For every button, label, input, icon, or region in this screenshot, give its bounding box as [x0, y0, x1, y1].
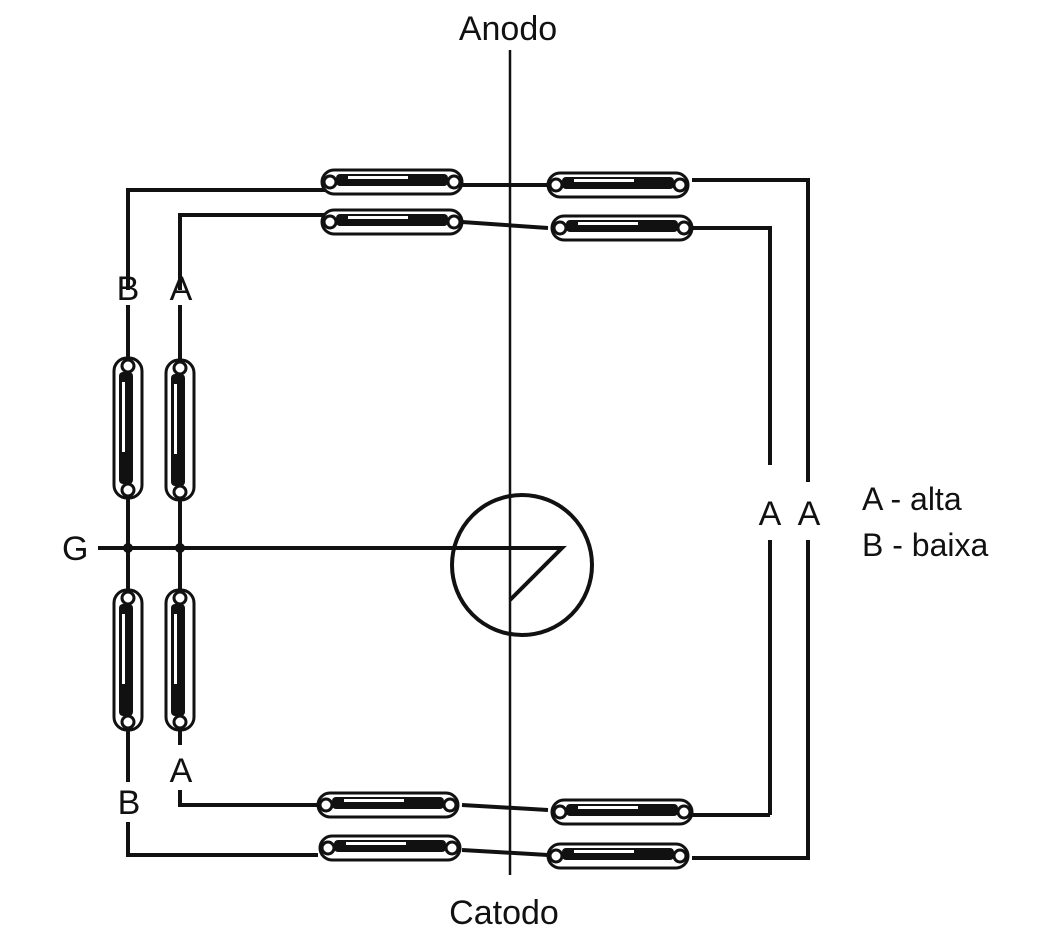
top-right-inner-resistor	[550, 214, 694, 242]
left-upper-B-resistor	[112, 356, 144, 500]
bottom-left-outer-resistor	[318, 834, 462, 862]
bottom-right-outer-resistor	[546, 842, 690, 870]
label-right-A-inner: A	[759, 495, 782, 533]
left-upper-A-resistor	[164, 358, 196, 502]
label-right-A-outer: A	[798, 495, 821, 533]
top-right-outer-resistor	[546, 171, 690, 199]
label-left-top-A: A	[170, 270, 193, 308]
center-circle	[450, 493, 594, 637]
left-lower-A-resistor	[164, 588, 196, 732]
top-left-outer-resistor	[320, 168, 464, 196]
left-lower-B-resistor	[112, 588, 144, 732]
wiring	[123, 178, 810, 860]
cathode-label: Catodo	[449, 894, 559, 932]
bottom-right-inner-resistor	[550, 798, 694, 826]
label-left-bottom-A: A	[170, 752, 193, 790]
center-pointer	[508, 546, 567, 602]
legend-line-a: A - alta	[862, 481, 962, 517]
anode-label: Anodo	[459, 10, 557, 48]
legend-line-b: B - baixa	[862, 527, 988, 563]
bottom-left-inner-resistor	[316, 791, 460, 819]
top-left-inner-resistor	[320, 208, 464, 236]
label-left-top-B: B	[117, 270, 140, 308]
grid-label: G	[62, 530, 88, 568]
label-left-bottom-B: B	[118, 784, 141, 822]
